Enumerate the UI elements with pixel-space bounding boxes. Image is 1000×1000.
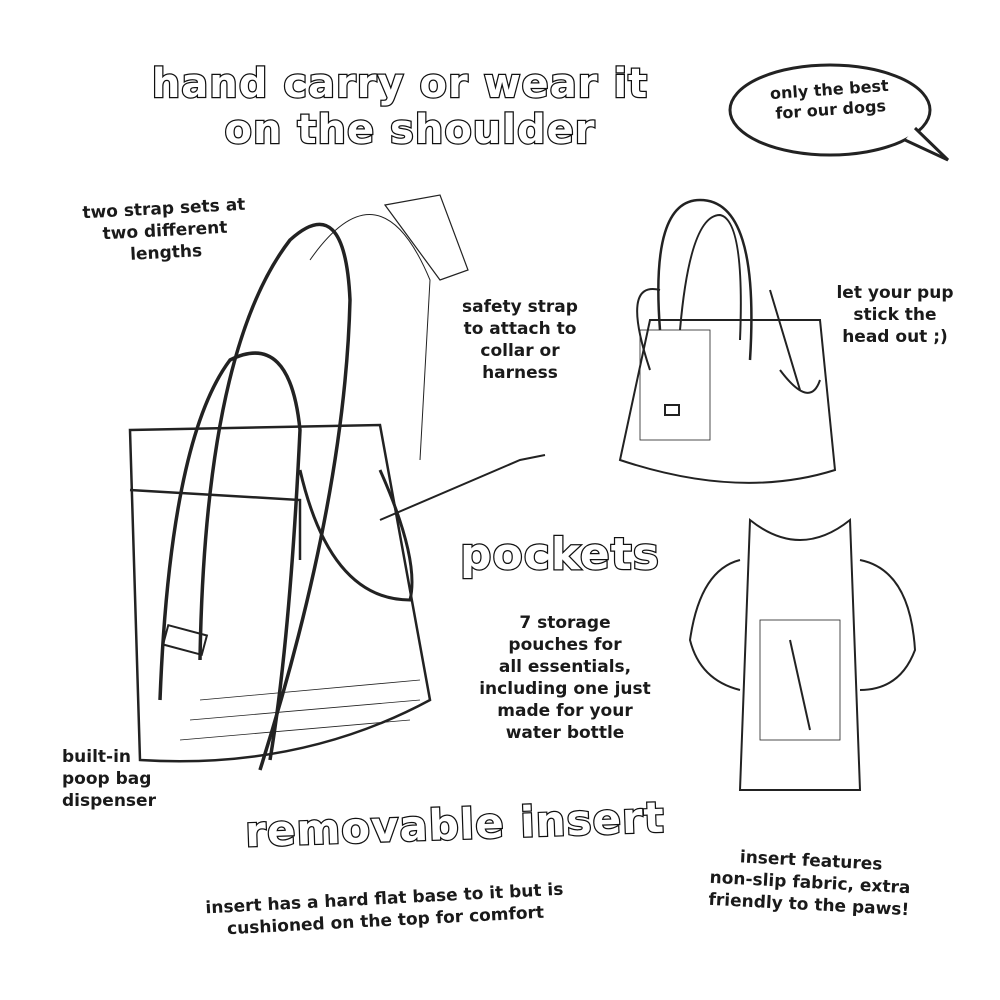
title-line-2: on the shoulder <box>223 107 596 154</box>
annotation-pockets: 7 storage pouches for all essentials, in… <box>479 613 651 743</box>
heading-pockets: pockets <box>459 528 660 581</box>
bag-front-view-sketch <box>618 198 837 484</box>
speech-bubble-shape <box>728 63 950 162</box>
annotation-straps: two strap sets at two different lengths <box>81 194 246 265</box>
annotation-head-out: let your pup stick the head out ;) <box>836 283 954 347</box>
annotation-poop-bag: built-in poop bag dispenser <box>62 747 156 811</box>
bag-insert-view-sketch <box>688 517 917 791</box>
annotation-safety-strap: safety strap to attach to collar or harn… <box>462 297 578 383</box>
title-line-1: hand carry or wear it <box>151 61 649 108</box>
main-bag-sketch <box>128 194 546 771</box>
